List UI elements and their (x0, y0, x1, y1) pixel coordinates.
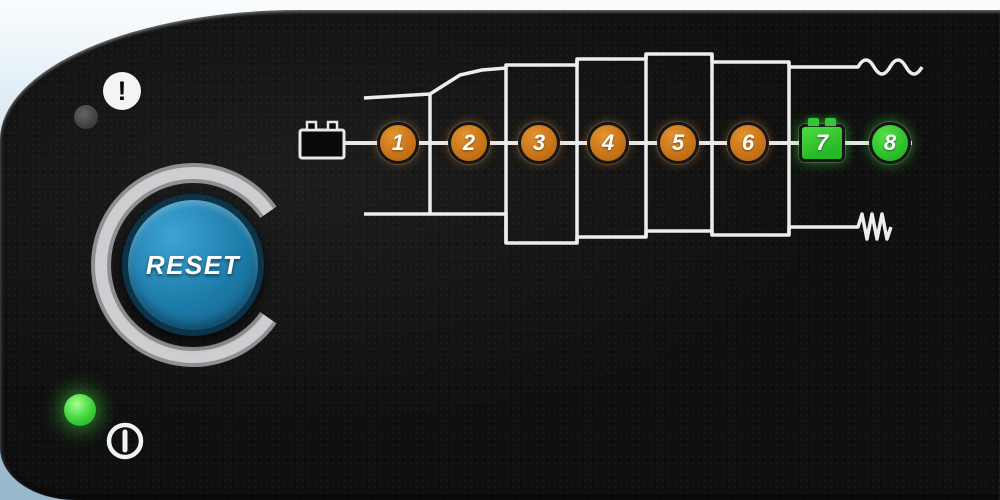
stage-7-badge: 7 (799, 118, 845, 162)
stage-6-badge: 6 (727, 122, 769, 164)
stage-5-badge: 5 (657, 122, 699, 164)
stage-4-badge: 4 (587, 122, 629, 164)
stage-1-badge: 1 (377, 122, 419, 164)
stage-2-badge: 2 (448, 122, 490, 164)
power-led (64, 394, 96, 426)
error-warning-icon: ! (103, 72, 141, 110)
reset-button[interactable]: RESET (122, 194, 264, 336)
stage-8-badge: 8 (869, 122, 911, 164)
stage-3-badge: 3 (518, 122, 560, 164)
error-led (74, 105, 98, 129)
